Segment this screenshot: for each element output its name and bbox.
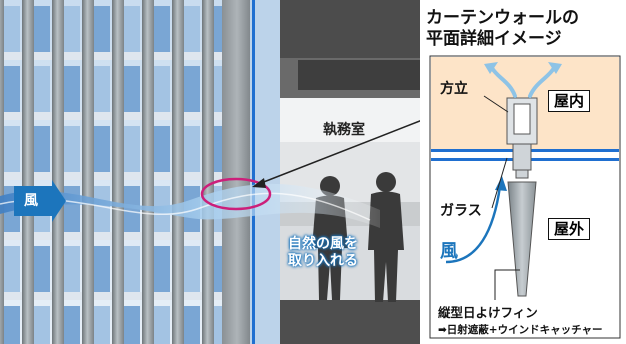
floor-bands xyxy=(0,52,222,300)
glass-pane xyxy=(122,6,140,52)
fin xyxy=(172,0,184,344)
detail-frame xyxy=(429,55,621,339)
fin-leader xyxy=(494,269,520,300)
wind-tag xyxy=(14,186,52,216)
leader-arrow xyxy=(252,178,266,188)
highlight-ring xyxy=(200,177,272,211)
detail-title-line1: カーテンウォールの xyxy=(426,8,579,28)
glass-pane xyxy=(62,6,80,52)
fin xyxy=(142,0,154,344)
glass-pane xyxy=(122,186,140,232)
glass-edge-line xyxy=(252,0,255,344)
fin-label: 縦型日よけフィン xyxy=(438,305,538,320)
glass-pane xyxy=(62,246,80,292)
glass-pane xyxy=(2,126,20,172)
glass-pane xyxy=(182,126,200,172)
vertical-fins xyxy=(0,0,214,344)
glass-pane xyxy=(62,306,80,344)
glass-pane xyxy=(122,306,140,344)
airflow-arrow-right xyxy=(548,62,562,74)
fin xyxy=(0,0,4,344)
natural-wind-line2: 取り入れる xyxy=(288,253,358,269)
glass-pane xyxy=(152,126,170,172)
floor-band xyxy=(0,52,222,60)
glass-pane xyxy=(2,306,20,344)
leader-line xyxy=(255,116,431,186)
glass-leader xyxy=(491,157,508,209)
glass-pane xyxy=(152,6,170,52)
ceiling-slab-top xyxy=(280,0,420,58)
wind-stream xyxy=(0,183,380,228)
glass-pane xyxy=(122,126,140,172)
glass-pane xyxy=(122,246,140,292)
detail-title: カーテンウォールの 平面詳細イメージ xyxy=(426,8,579,50)
glass-pane xyxy=(32,126,50,172)
fin xyxy=(112,0,124,344)
indoor-label: 屋内 xyxy=(548,90,591,112)
floor-band xyxy=(0,292,222,300)
glass-pane xyxy=(2,6,20,52)
natural-wind-line1: 自然の風を xyxy=(288,236,358,252)
wind-label: 風 xyxy=(440,241,458,262)
glass-pane xyxy=(92,246,110,292)
floor-band xyxy=(0,112,222,120)
indoor-airflow xyxy=(490,66,556,98)
airflow-arrow-left xyxy=(484,62,498,74)
glass-pane xyxy=(2,66,20,112)
fin xyxy=(202,0,214,344)
glass-pane xyxy=(152,66,170,112)
glass-label: ガラス xyxy=(440,203,482,219)
fin xyxy=(82,0,94,344)
wind-tag-label: 風 xyxy=(24,193,38,209)
glass-pane xyxy=(152,306,170,344)
glass-pane xyxy=(32,246,50,292)
glass-pane xyxy=(152,246,170,292)
glass-pane xyxy=(62,126,80,172)
glass-pane xyxy=(182,306,200,344)
glass-pane xyxy=(92,126,110,172)
room-label: 執務室 xyxy=(323,122,365,138)
glass-pane xyxy=(92,66,110,112)
glass-pane xyxy=(32,306,50,344)
office-wall xyxy=(280,98,420,142)
mullion xyxy=(506,97,538,179)
mullion-leader xyxy=(483,95,509,113)
glass-pane xyxy=(2,246,20,292)
floor-band xyxy=(0,232,222,240)
floor-slab xyxy=(280,300,420,344)
sunshade-fin xyxy=(507,181,537,297)
floor-band xyxy=(0,172,222,180)
glass-pane xyxy=(182,66,200,112)
structural-column xyxy=(222,0,252,344)
detail-title-line2: 平面詳細イメージ xyxy=(426,29,562,49)
fin xyxy=(22,0,34,344)
glass-pane xyxy=(182,6,200,52)
glass-pane xyxy=(122,66,140,112)
natural-wind-caption: 自然の風を 取り入れる xyxy=(288,236,358,270)
beam xyxy=(298,60,420,90)
wind-curve xyxy=(445,185,502,264)
glass-pane xyxy=(182,246,200,292)
wind-streamline xyxy=(0,192,371,221)
glass-pane xyxy=(62,66,80,112)
glass-pane xyxy=(32,66,50,112)
mullion-label: 方立 xyxy=(440,81,468,97)
fin-sub-label: ➡日射遮蔽+ウインドキャッチャー xyxy=(438,324,603,336)
glass-pane xyxy=(32,6,50,52)
glass-pane xyxy=(92,6,110,52)
glass-pane xyxy=(92,186,110,232)
fin xyxy=(52,0,64,344)
outdoor-label: 屋外 xyxy=(548,218,591,240)
glass-pane xyxy=(92,306,110,344)
wind-arrow-head xyxy=(52,180,66,222)
